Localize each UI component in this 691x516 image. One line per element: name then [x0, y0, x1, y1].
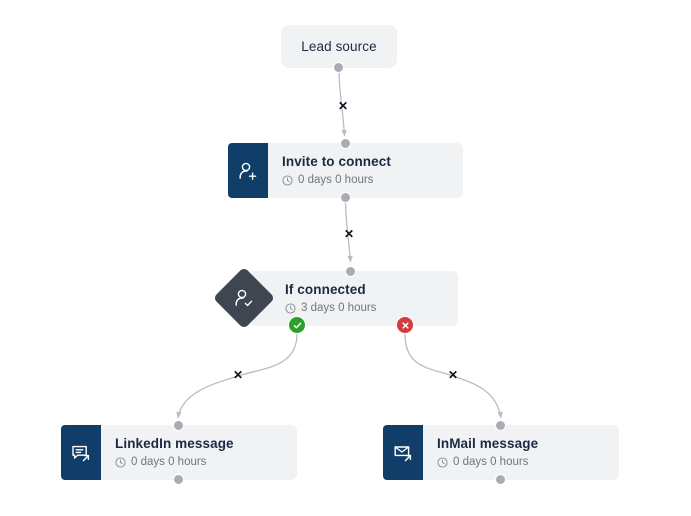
port-linkedin-input[interactable]	[173, 420, 184, 431]
edge-delete-invite-to-if[interactable]: ✕	[343, 227, 355, 241]
node-invite-title: Invite to connect	[282, 153, 391, 169]
node-linkedin-message[interactable]: LinkedIn message 0 days 0 hours	[61, 420, 297, 485]
port-lead-source-output[interactable]	[333, 62, 344, 73]
clock-icon	[115, 457, 126, 468]
node-inmail-title: InMail message	[437, 435, 539, 451]
node-invite-delay: 0 days 0 hours	[282, 174, 449, 188]
node-invite-to-connect[interactable]: Invite to connect 0 days 0 hours	[228, 138, 463, 203]
check-icon	[293, 322, 301, 328]
node-invite-delay-text: 0 days 0 hours	[298, 173, 374, 186]
port-linkedin-output[interactable]	[173, 474, 184, 485]
node-if-connected[interactable]: If connected 3 days 0 hours	[252, 266, 458, 326]
cross-icon	[401, 321, 409, 329]
node-if-connected-body: If connected 3 days 0 hours	[252, 271, 458, 326]
node-inmail-delay-text: 0 days 0 hours	[453, 455, 529, 468]
port-if-connected-input[interactable]	[345, 266, 356, 277]
port-inmail-input[interactable]	[495, 420, 506, 431]
edge-delete-lead-to-invite[interactable]: ✕	[337, 99, 349, 113]
node-inmail-body: InMail message 0 days 0 hours	[423, 425, 619, 480]
node-lead-source[interactable]: Lead source	[281, 25, 397, 73]
node-linkedin-delay: 0 days 0 hours	[115, 456, 283, 470]
node-if-connected-title: If connected	[285, 281, 366, 297]
node-if-connected-diamond[interactable]	[212, 266, 276, 330]
chat-send-icon	[61, 425, 101, 480]
port-invite-output[interactable]	[340, 192, 351, 203]
node-lead-source-label: Lead source	[301, 39, 377, 54]
person-check-icon	[215, 269, 273, 327]
node-linkedin-delay-text: 0 days 0 hours	[131, 455, 207, 468]
node-inmail-delay: 0 days 0 hours	[437, 456, 605, 470]
node-linkedin-body: LinkedIn message 0 days 0 hours	[101, 425, 297, 480]
node-inmail-message[interactable]: InMail message 0 days 0 hours	[383, 420, 619, 485]
node-if-connected-delay-text: 3 days 0 hours	[301, 301, 377, 314]
node-if-connected-delay: 3 days 0 hours	[285, 302, 444, 316]
branch-badge-no[interactable]	[396, 316, 414, 334]
edge-delete-if-yes-to-linkedin[interactable]: ✕	[232, 368, 244, 382]
port-inmail-output[interactable]	[495, 474, 506, 485]
clock-icon	[285, 303, 296, 314]
clock-icon	[437, 457, 448, 468]
node-linkedin-title: LinkedIn message	[115, 435, 234, 451]
branch-badge-yes[interactable]	[288, 316, 306, 334]
mail-send-icon	[383, 425, 423, 480]
edge-delete-if-no-to-inmail[interactable]: ✕	[447, 368, 459, 382]
node-invite-body: Invite to connect 0 days 0 hours	[268, 143, 463, 198]
person-add-icon	[228, 143, 268, 198]
clock-icon	[282, 175, 293, 186]
port-invite-input[interactable]	[340, 138, 351, 149]
